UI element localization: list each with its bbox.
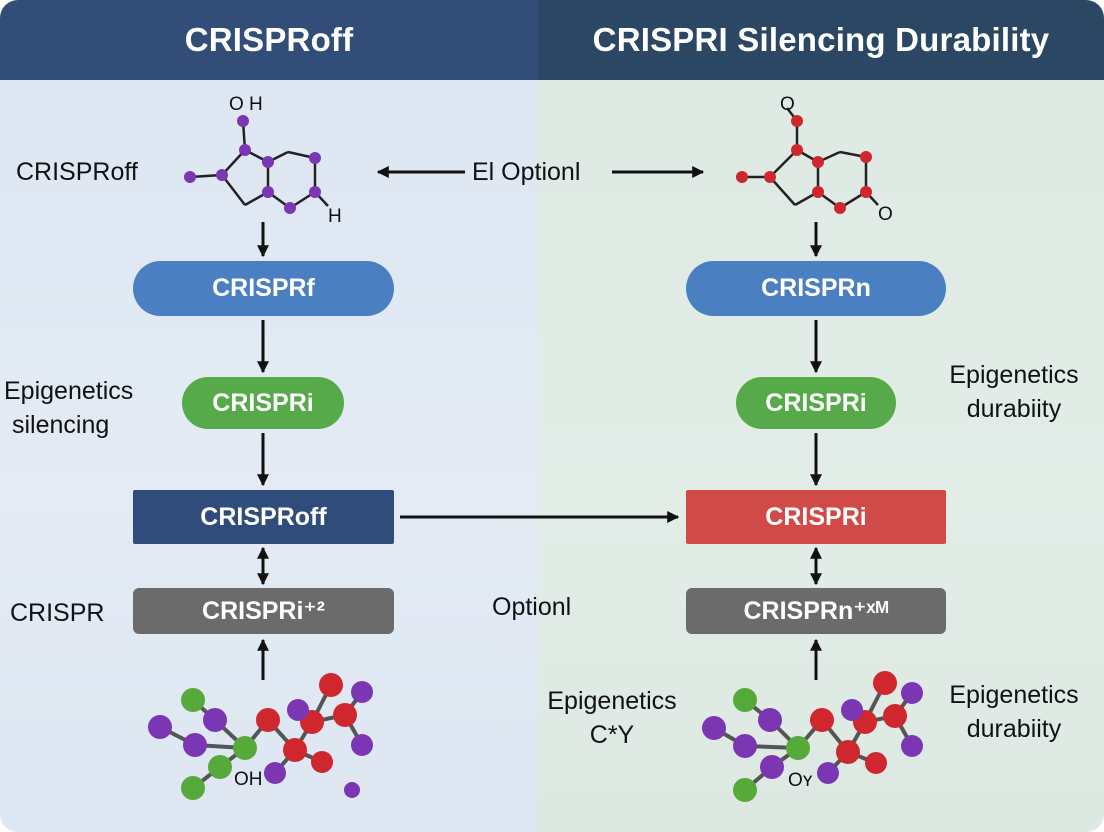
right-box-crisprn: CRISPRn: [686, 261, 946, 316]
molecule-top-right-label-2: O: [878, 204, 893, 225]
left-mid-label-line2: silencing: [12, 411, 110, 439]
center-bottom-label-line1: Epigenetics: [547, 687, 677, 715]
center-bottom-label: Epigenetics C*Y: [524, 684, 700, 752]
right-box-crispri: CRISPRi: [736, 377, 896, 429]
left-bottom-label: CRISPR: [10, 599, 105, 627]
center-bottom-label-line2: C*Y: [589, 721, 635, 749]
left-box-crisproff: CRISPRoff: [133, 490, 394, 544]
right-mid-label: Epigenetics durabiity: [926, 358, 1102, 426]
left-mid-label: Epigenetics silencing: [4, 374, 164, 442]
molecule-top-left-label-1: O H: [229, 94, 263, 115]
left-header-title: CRISPRoff: [0, 0, 538, 80]
molecule-top-right: O O: [736, 94, 893, 225]
left-box-crisprf: CRISPRf: [133, 261, 394, 316]
molecule-bottom-right: Oʏ: [702, 671, 923, 802]
right-bottom-label-line2: durabiity: [966, 715, 1062, 743]
left-mid-label-line1: Epigenetics: [4, 377, 134, 405]
molecule-top-right-label-1: O: [780, 94, 795, 115]
right-box-crisprn-2: CRISPRn⁺ˣᴹ: [686, 588, 946, 634]
right-mid-label-line1: Epigenetics: [949, 361, 1079, 389]
molecule-bottom-left: OH: [148, 673, 373, 800]
right-mid-label-line2: durabiity: [966, 395, 1062, 423]
molecule-top-left: O H H: [184, 94, 342, 227]
left-top-label: CRISPRoff: [16, 158, 138, 186]
middle-bottom-label: Optionl: [492, 593, 572, 621]
right-bottom-label-line1: Epigenetics: [949, 681, 1079, 709]
molecule-bottom-right-label: Oʏ: [788, 770, 813, 791]
left-box-crispri: CRISPRi: [182, 377, 344, 429]
middle-top-label: El Optionl: [472, 158, 581, 186]
right-box-crispri-red: CRISPRi: [686, 490, 946, 544]
molecule-bottom-left-label: OH: [234, 769, 263, 790]
molecule-top-left-label-2: H: [328, 206, 342, 227]
right-header-title: CRISPRI Silencing Durability: [538, 0, 1104, 80]
right-bottom-label: Epigenetics durabiity: [926, 678, 1102, 746]
left-box-crispri-2: CRISPRi⁺²: [133, 588, 394, 634]
